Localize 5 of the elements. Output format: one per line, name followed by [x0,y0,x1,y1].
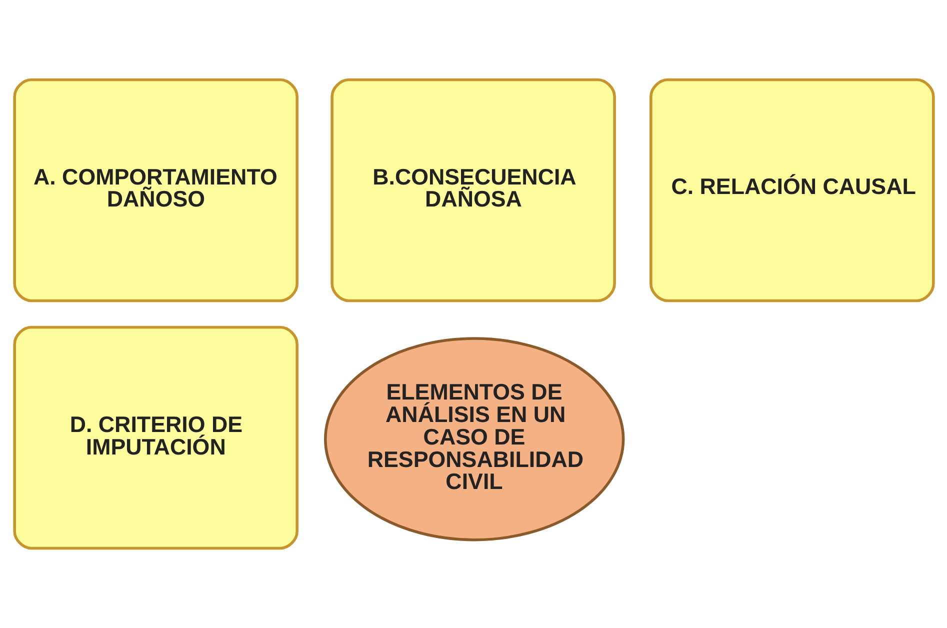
node-ellipse: ELEMENTOS DE ANÁLISIS EN UN CASO DE RESPONSABILIDAD CIVIL [324,337,624,542]
node-box: B.CONSECUENCIA DAÑOSA [330,78,616,302]
node-box: C. RELACIÓN CAUSAL [649,78,934,302]
node-box: A. COMPORTAMIENTO DAÑOSO [12,78,298,302]
node-box: D. CRITERIO DE IMPUTACIÓN [12,326,298,550]
